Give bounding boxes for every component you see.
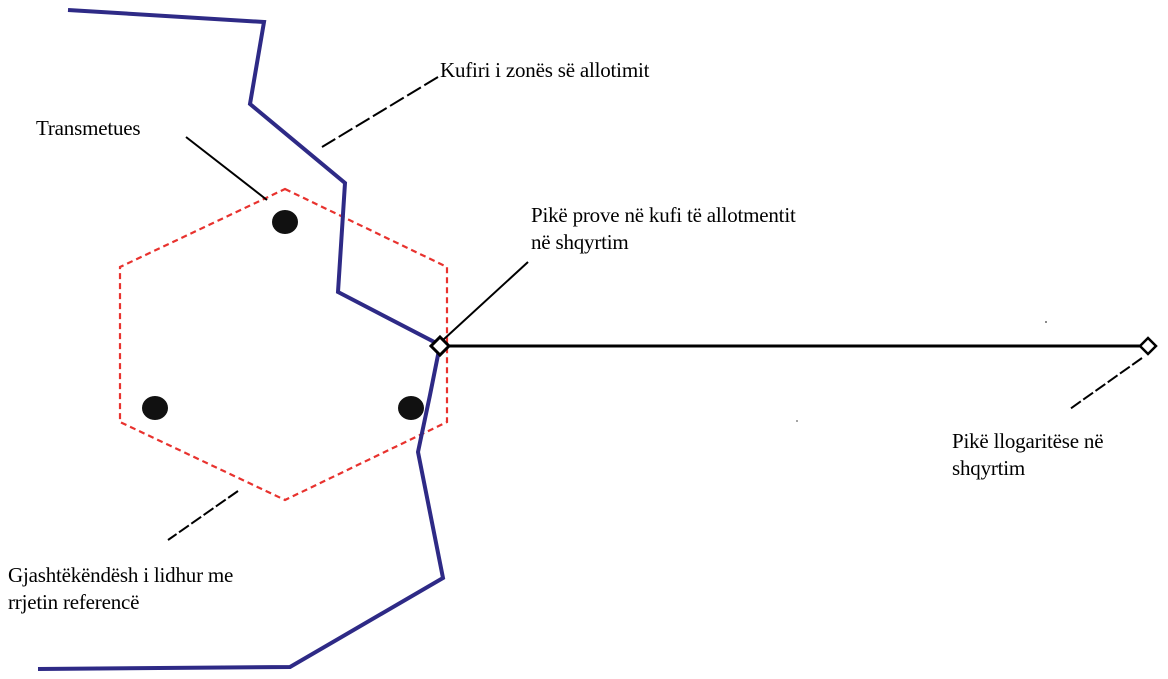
speck bbox=[1045, 321, 1047, 323]
calculation-point-leader-line bbox=[1069, 357, 1143, 410]
transmitter-dot bbox=[398, 396, 424, 420]
calculation-point-label: Pikë llogaritëse në shqyrtim bbox=[952, 428, 1104, 482]
test-point-text-line2: në shqyrtim bbox=[531, 230, 629, 254]
transmitter-dot bbox=[272, 210, 298, 234]
hexagon-text-line2: rrjetin referencë bbox=[8, 590, 140, 614]
test-point-leader-line bbox=[442, 261, 529, 341]
transmitter-leader-line bbox=[185, 136, 268, 201]
speck bbox=[796, 420, 798, 422]
hexagon-text-line1: Gjashtëkëndësh i lidhur me bbox=[8, 563, 234, 587]
test-point-marker bbox=[428, 334, 452, 358]
transmitter-dot bbox=[142, 396, 168, 420]
transmitter-text: Transmetues bbox=[36, 116, 141, 140]
reference-hexagon bbox=[118, 187, 449, 502]
transmitter-label: Transmetues bbox=[36, 115, 141, 142]
calculation-point-text-line2: shqyrtim bbox=[952, 456, 1026, 480]
test-point-text-line1: Pikë prove në kufi të allotmentit bbox=[531, 203, 796, 227]
hexagon-leader-line bbox=[167, 490, 239, 541]
hexagon-label: Gjashtëkëndësh i lidhur me rrjetin refer… bbox=[8, 562, 233, 616]
boundary-leader-line bbox=[321, 76, 439, 148]
calculation-point-marker bbox=[1138, 336, 1158, 356]
calculation-point-text-line1: Pikë llogaritëse në bbox=[952, 429, 1104, 453]
allotment-boundary-text: Kufiri i zonës së allotimit bbox=[440, 58, 650, 82]
allotment-boundary-label: Kufiri i zonës së allotimit bbox=[440, 57, 649, 84]
test-point-label: Pikë prove në kufi të allotmentit në shq… bbox=[531, 202, 796, 256]
